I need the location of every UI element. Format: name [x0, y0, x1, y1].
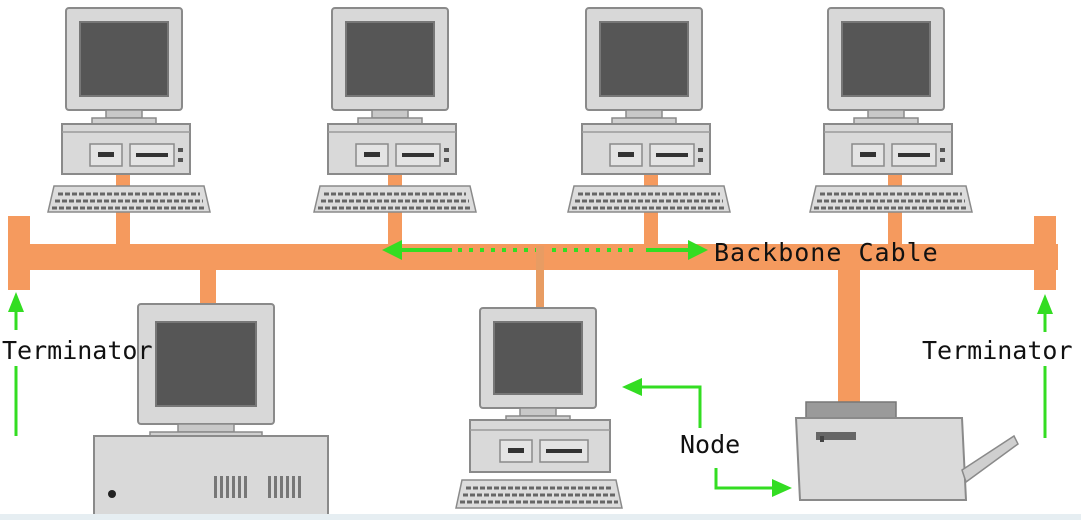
backbone-arrow	[382, 240, 708, 260]
node-label: Node	[680, 430, 741, 459]
terminator-right-arrow	[1037, 294, 1053, 438]
backbone-cable	[8, 168, 1058, 410]
bottom-divider	[0, 514, 1081, 520]
node-arrows	[640, 385, 772, 490]
backbone-cable-label: Backbone Cable	[714, 238, 939, 267]
printer-icon	[794, 401, 1019, 501]
terminator-right-label: Terminator	[922, 336, 1073, 365]
computer-node-bottom-center	[455, 307, 623, 509]
terminator-left-label: Terminator	[2, 336, 153, 365]
computer-node-bottom-left	[93, 303, 329, 517]
node-arrowheads	[622, 378, 792, 497]
terminator-left-arrow	[8, 292, 24, 436]
